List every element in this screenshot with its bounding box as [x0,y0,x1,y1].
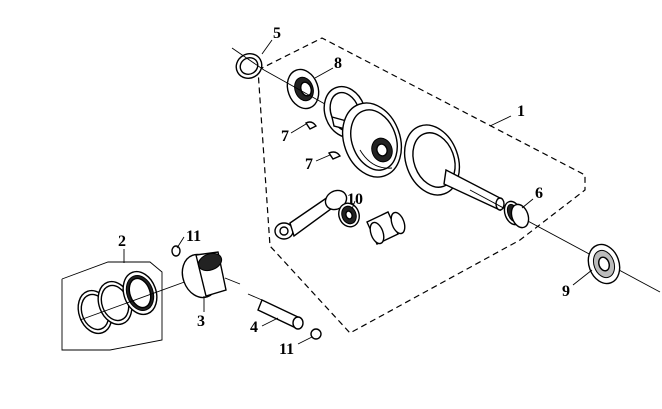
label-part-7-lower: 7 [305,156,313,173]
label-part-9: 9 [562,283,570,300]
crank-pin-shaft-part [469,189,661,293]
label-part-1: 1 [517,103,525,120]
label-part-11-upper: 11 [186,228,201,245]
seal-ring-part [231,47,265,79]
label-part-3: 3 [197,313,205,330]
piston-rings-frame [61,261,163,351]
label-part-5: 5 [273,25,281,42]
label-part-8: 8 [334,55,342,72]
piston-pin-part [247,293,304,330]
connecting-rod-part [274,189,348,240]
label-part-11-lower: 11 [279,341,294,358]
label-part-2: 2 [118,233,126,250]
main-bearing-right-part [587,243,621,285]
piston-rings-part [77,270,191,335]
circlip-lower-part [310,328,322,340]
crank-pin-part [366,211,406,245]
label-part-10: 10 [347,191,363,208]
woodruff-key-upper-part [304,121,318,130]
label-part-4: 4 [250,319,258,336]
crankshaft-assembly-frame [257,37,586,334]
leader-lines [123,39,593,345]
label-part-7-upper: 7 [281,128,289,145]
crank-flywheel-left-part [341,102,403,178]
right-crank-web-part [403,124,505,212]
label-part-6: 6 [535,185,543,202]
piston-part [181,251,241,299]
woodruff-key-lower-part [327,151,342,160]
needle-bearing-part [338,202,360,228]
drive-gear-part [503,200,530,229]
circlip-upper-part [171,245,181,257]
